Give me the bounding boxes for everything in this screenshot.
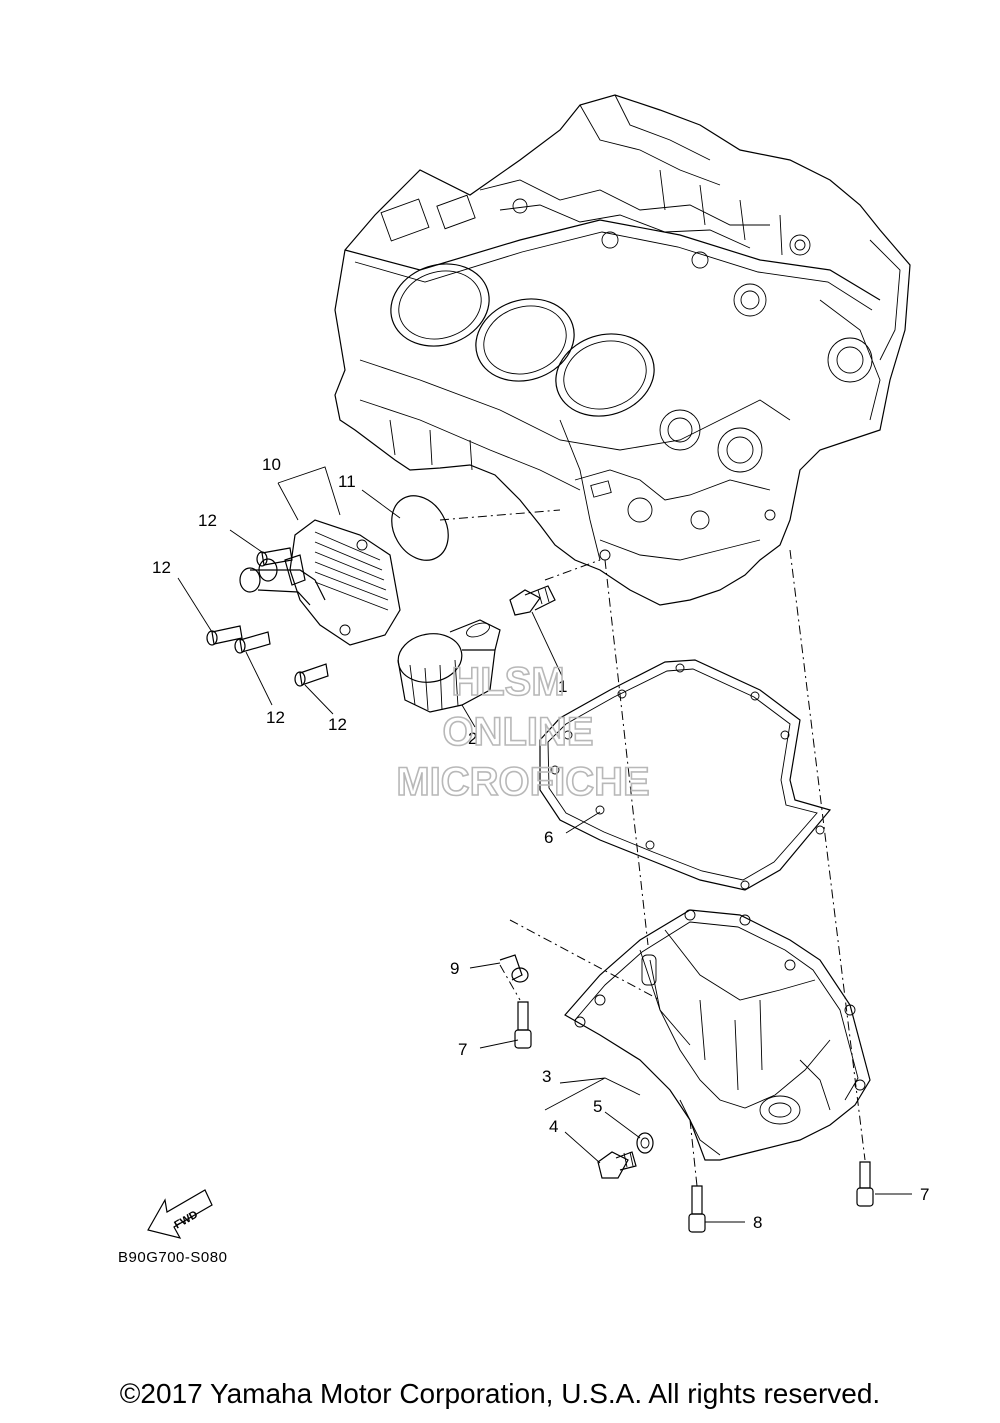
- watermark-line-2: ONLINE: [442, 710, 593, 754]
- callout-11: 11: [338, 472, 356, 491]
- fwd-arrow-icon: FWD: [147, 1189, 213, 1239]
- callout-3: 3: [542, 1067, 551, 1086]
- callout-8: 8: [753, 1213, 762, 1232]
- drain-plug-drawing: [597, 1151, 637, 1179]
- watermark-line-3: MICROFICHE: [396, 760, 649, 804]
- union-bolt-drawing: [509, 585, 556, 616]
- o-ring-drawing: [391, 495, 449, 561]
- callout-12-bottom: 12: [328, 715, 347, 734]
- copyright-notice: ©2017 Yamaha Motor Corporation, U.S.A. A…: [119, 1378, 881, 1409]
- callout-labels: 10 11 12 12 12 12 1 2 6 9 7 3 5 4 7 8: [152, 455, 929, 1232]
- diagram-reference-code: B90G700-S080: [118, 1249, 227, 1266]
- callout-1: 1: [558, 677, 567, 696]
- callout-2: 2: [468, 729, 477, 748]
- drain-gasket-drawing: [636, 1132, 654, 1154]
- leader-lines: [177, 466, 912, 1223]
- assembly-lines: [439, 509, 866, 1187]
- callout-4: 4: [549, 1117, 558, 1136]
- oil-pan-drawing: [564, 909, 871, 1161]
- bolt-8-drawing: [688, 1185, 706, 1233]
- oil-cooler-drawing: [239, 519, 401, 646]
- callout-6: 6: [544, 828, 553, 847]
- bolts-12-drawing: [206, 547, 329, 687]
- watermark: HLSM ONLINE MICROFICHE: [396, 659, 651, 805]
- callout-7-left: 7: [458, 1040, 467, 1059]
- callout-12-left: 12: [152, 558, 171, 577]
- crankcase-drawing: [334, 94, 911, 606]
- callout-10: 10: [262, 455, 281, 474]
- callout-9: 9: [450, 959, 459, 978]
- fwd-label: FWD: [172, 1209, 200, 1232]
- clamp-drawing: [499, 954, 529, 983]
- bolt-7-right-drawing: [856, 1161, 874, 1207]
- callout-12-top: 12: [198, 511, 217, 530]
- gasket-drawing: [539, 659, 832, 891]
- watermark-line-1: HLSM: [451, 660, 564, 704]
- callout-5: 5: [593, 1097, 602, 1116]
- callout-7-right: 7: [920, 1185, 929, 1204]
- bolt-7-left-drawing: [514, 1001, 532, 1049]
- callout-12-bottom-left: 12: [266, 708, 285, 727]
